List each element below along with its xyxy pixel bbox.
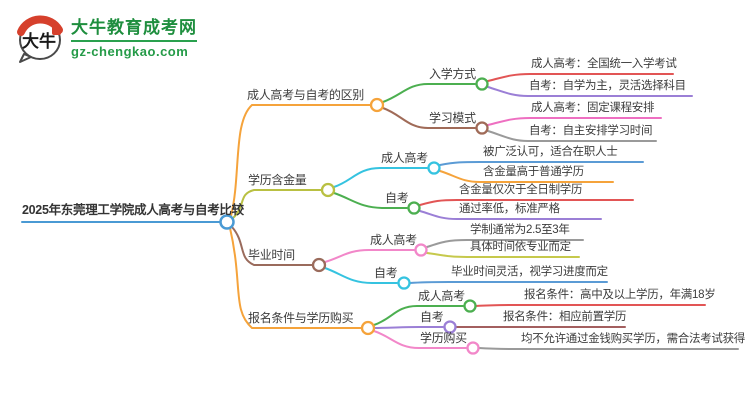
admission-handle[interactable] xyxy=(475,77,489,91)
edge-root-to-branch1 xyxy=(230,104,371,217)
edge-branch3-to-chengkao xyxy=(324,249,415,263)
node-admission-method[interactable]: 入学方式 xyxy=(429,67,476,81)
leaf-zikao-requirements[interactable]: 报名条件：相应前置学历 xyxy=(503,311,627,323)
edge-branch2-to-zikao xyxy=(333,192,408,209)
edge-root-to-branch3 xyxy=(231,226,313,266)
edge-grad-period xyxy=(426,239,584,248)
purchase-handle[interactable] xyxy=(466,341,480,355)
branch4-handle[interactable] xyxy=(360,320,376,336)
edge-reg-chengkao xyxy=(475,304,706,307)
leaf-higher-than-regular[interactable]: 含金量高于普通学历 xyxy=(483,166,584,178)
node-study-mode[interactable]: 学习模式 xyxy=(429,111,476,125)
edge-branch4-to-chengkao xyxy=(373,305,464,326)
node-grad-zikao[interactable]: 自考 xyxy=(374,266,398,280)
node-reg-zikao[interactable]: 自考 xyxy=(420,310,444,324)
reg-zikao-handle[interactable] xyxy=(443,320,457,334)
edge-studymode-chengkao xyxy=(487,117,662,126)
studymode-handle[interactable] xyxy=(475,121,489,135)
node-degree-purchase[interactable]: 学历购买 xyxy=(420,331,467,345)
edge-branch3-to-zikao xyxy=(324,267,398,284)
edge-value-fulltime xyxy=(419,199,634,206)
leaf-second-to-fulltime[interactable]: 含金量仅次于全日制学历 xyxy=(459,184,583,196)
leaf-chengkao-requirements[interactable]: 报名条件：高中及以上学历，年满18岁 xyxy=(524,289,716,301)
value-chengkao-handle[interactable] xyxy=(427,161,441,175)
branch-registration-purchase[interactable]: 报名条件与学历购买 xyxy=(248,311,354,325)
leaf-no-purchase[interactable]: 均不允许通过金钱购买学历，需合法考试获得 xyxy=(521,333,745,345)
edge-grad-flexible xyxy=(409,281,608,284)
leaf-zikao-admission[interactable]: 自考：自学为主，灵活选择科目 xyxy=(529,80,686,92)
reg-chengkao-handle[interactable] xyxy=(463,299,477,313)
logo-title: 大牛教育成考网 xyxy=(71,18,197,37)
node-value-zikao[interactable]: 自考 xyxy=(385,191,409,205)
leaf-schooling-period[interactable]: 学制通常为2.5至3年 xyxy=(470,224,570,236)
grad-chengkao-handle[interactable] xyxy=(414,243,428,257)
branch1-handle[interactable] xyxy=(369,97,385,113)
branch2-handle[interactable] xyxy=(320,182,336,198)
edge-branch2-to-chengkao xyxy=(333,167,428,188)
root-node[interactable]: 2025年东莞理工学院成人高考与自考比较 xyxy=(22,203,244,217)
value-zikao-handle[interactable] xyxy=(407,201,421,215)
branch-degree-value[interactable]: 学历含金量 xyxy=(248,173,307,187)
leaf-chengkao-study-mode[interactable]: 成人高考：固定课程安排 xyxy=(531,102,655,114)
leaf-chengkao-admission[interactable]: 成人高考：全国统一入学考试 xyxy=(531,58,677,70)
branch-graduation-time[interactable]: 毕业时间 xyxy=(248,248,295,262)
edge-admission-zikao xyxy=(487,86,693,97)
site-logo[interactable]: 大牛 大牛教育成考网 gz-chengkao.com xyxy=(14,12,197,66)
edge-grad-major xyxy=(426,252,580,258)
leaf-flexible-graduation[interactable]: 毕业时间灵活，视学习进度而定 xyxy=(451,266,608,278)
edge-value-passrate xyxy=(419,210,602,220)
edge-value-recognized xyxy=(439,161,644,166)
leaf-widely-recognized[interactable]: 被广泛认可，适合在职人士 xyxy=(483,146,618,158)
edge-root-to-branch2 xyxy=(232,189,322,219)
branch-difference[interactable]: 成人高考与自考的区别 xyxy=(247,88,365,102)
node-grad-chengkao[interactable]: 成人高考 xyxy=(370,233,417,247)
edge-branch4-to-purchase xyxy=(373,330,467,349)
logo-bubble-tail xyxy=(19,53,32,63)
edge-branch1-to-studymode xyxy=(382,107,476,129)
daniu-logo-icon: 大牛 xyxy=(17,15,63,63)
leaf-depends-on-major[interactable]: 具体时间依专业而定 xyxy=(470,241,571,253)
grad-zikao-handle[interactable] xyxy=(397,276,411,290)
leaf-low-pass-rate[interactable]: 通过率低，标准严格 xyxy=(459,203,560,215)
branch3-handle[interactable] xyxy=(311,257,327,273)
edge-admission-chengkao xyxy=(487,73,674,82)
edge-root-to-branch4 xyxy=(229,227,362,329)
logo-red-seal xyxy=(52,26,61,35)
node-value-chengkao[interactable]: 成人高考 xyxy=(381,151,428,165)
logo-red-arc xyxy=(17,15,63,36)
node-reg-chengkao[interactable]: 成人高考 xyxy=(418,289,465,303)
logo-divider xyxy=(71,40,197,42)
root-node-handle[interactable] xyxy=(219,214,235,230)
edge-value-higher xyxy=(439,170,614,183)
logo-domain[interactable]: gz-chengkao.com xyxy=(71,44,189,59)
logo-badge-text: 大牛 xyxy=(22,31,56,51)
leaf-zikao-study-mode[interactable]: 自考：自主安排学习时间 xyxy=(529,125,653,137)
edge-branch1-to-admission xyxy=(382,83,476,103)
edge-branch4-to-zikao xyxy=(373,326,444,329)
edge-no-purchase xyxy=(478,347,739,350)
edge-studymode-zikao xyxy=(487,130,657,142)
